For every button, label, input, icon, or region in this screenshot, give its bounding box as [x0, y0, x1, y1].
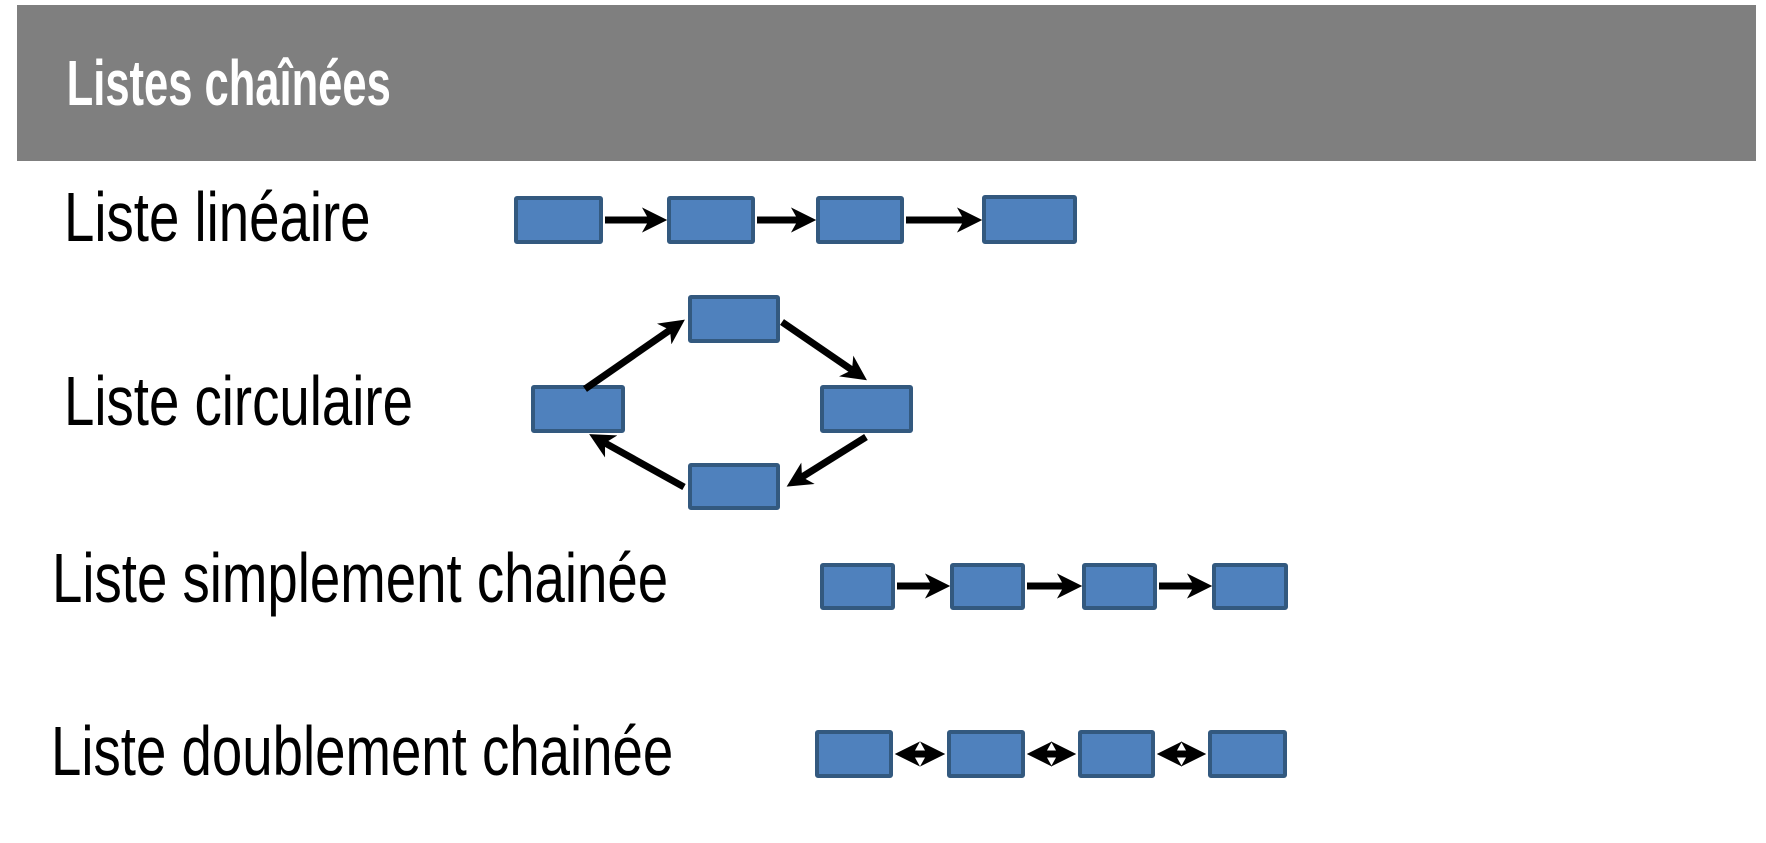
circular-node-bottom — [688, 463, 780, 510]
circular-node-left — [531, 385, 625, 433]
linear-node-3 — [816, 196, 904, 244]
slide-title-bar: Listes chaînées — [17, 5, 1756, 161]
doubly-node-4 — [1208, 730, 1287, 778]
arrow-circular-bottom-to-left — [589, 434, 686, 491]
slide-title: Listes chaînées — [66, 47, 391, 119]
arrow-circular-top-to-right — [780, 319, 867, 381]
singly-node-1 — [820, 563, 895, 610]
doubly-node-1 — [815, 730, 893, 778]
linear-node-1 — [514, 196, 603, 244]
singly-node-4 — [1212, 563, 1288, 610]
label-liste-simplement-chainee: Liste simplement chainée — [52, 539, 669, 617]
arrow-circular-left-to-top — [583, 319, 685, 392]
label-liste-lineaire: Liste linéaire — [64, 178, 371, 256]
arrow-circular-right-to-bottom — [786, 434, 868, 487]
circular-node-top — [688, 295, 780, 343]
linear-node-2 — [667, 196, 755, 244]
singly-node-2 — [950, 563, 1025, 610]
label-liste-doublement-chainee: Liste doublement chainée — [51, 712, 674, 790]
doubly-node-2 — [947, 730, 1025, 778]
doubly-node-3 — [1078, 730, 1155, 778]
linear-node-4 — [982, 195, 1077, 244]
label-liste-circulaire: Liste circulaire — [64, 362, 413, 440]
singly-node-3 — [1082, 563, 1157, 610]
circular-node-right — [820, 385, 913, 433]
